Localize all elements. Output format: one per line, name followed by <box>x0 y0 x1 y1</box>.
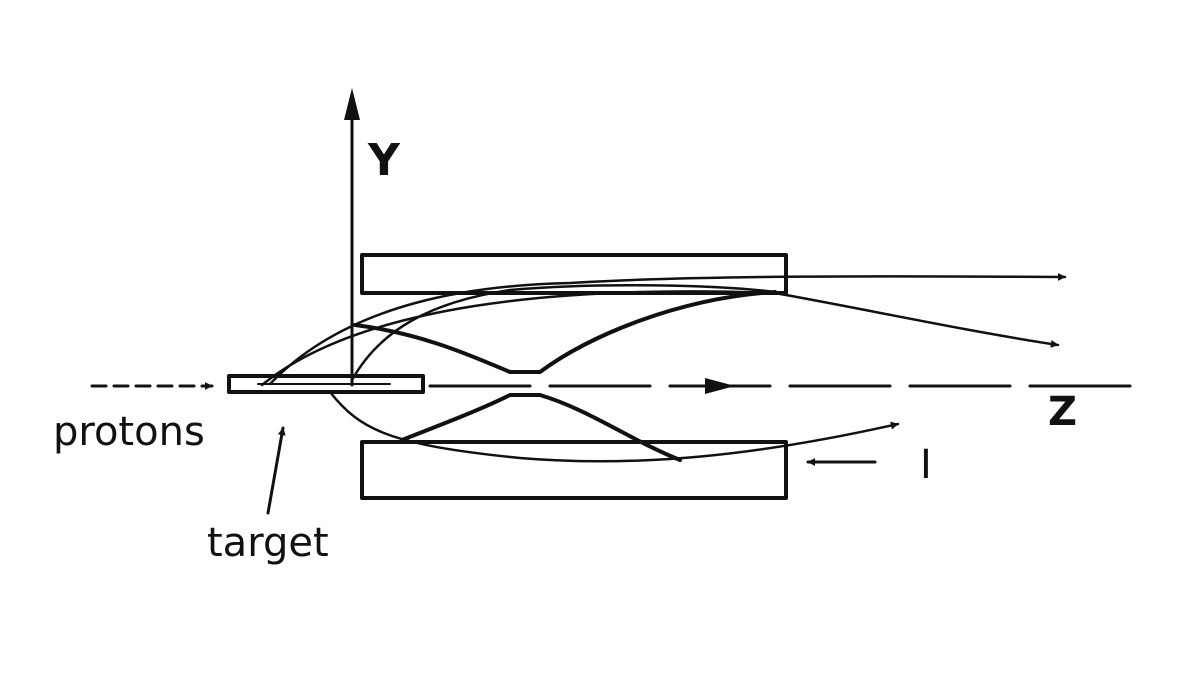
horn-inner-lower <box>400 393 682 462</box>
horn-outer-upper <box>360 253 788 295</box>
target-rod <box>227 374 425 394</box>
target-pointer-arrow <box>266 426 286 515</box>
y-axis <box>344 88 360 387</box>
current-label: I <box>920 442 932 488</box>
y-axis-label: Y <box>367 135 401 186</box>
trajectory-4 <box>328 390 900 463</box>
z-axis <box>428 378 1132 394</box>
trajectory-1 <box>268 272 1067 386</box>
horn-inner-upper <box>353 290 777 374</box>
protons-label: protons <box>53 409 205 455</box>
target-label: target <box>207 520 329 566</box>
particle-trajectories <box>260 272 1067 463</box>
trajectory-2 <box>260 290 1060 387</box>
horn-outer-lower <box>360 440 788 500</box>
trajectory-3 <box>350 283 777 382</box>
z-axis-label: Z <box>1048 389 1077 435</box>
